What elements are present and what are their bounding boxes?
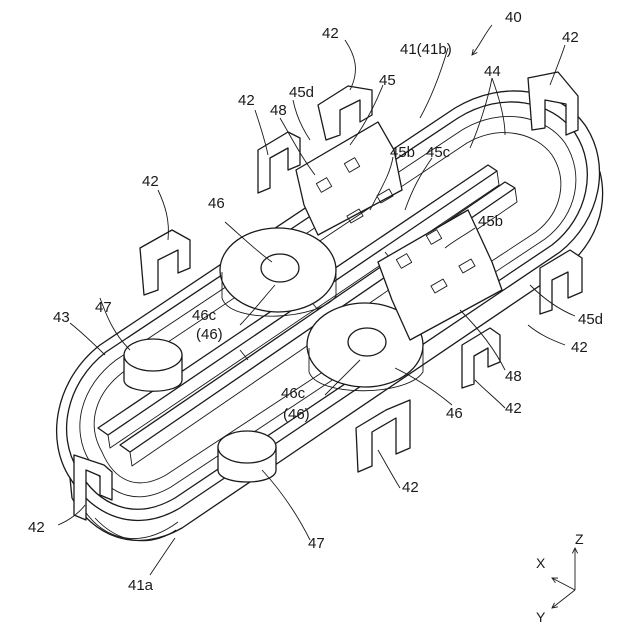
label-46-top: 46 — [208, 195, 225, 212]
label-45: 45 — [379, 72, 396, 89]
boss-lower-47 — [218, 431, 276, 482]
label-45b-top: 45b — [390, 144, 415, 161]
lock-frame-42-f — [462, 328, 500, 388]
label-42-left3: 42 — [28, 519, 45, 536]
arrow-40 — [472, 25, 492, 55]
label-43: 43 — [53, 309, 70, 326]
label-41a: 41a — [128, 577, 154, 594]
lock-frame-42-g — [356, 400, 410, 472]
label-46c-lower: 46c — [281, 385, 306, 402]
label-42-right1: 42 — [571, 339, 588, 356]
label-46-lower: 46 — [446, 405, 463, 422]
label-44: 44 — [484, 63, 501, 80]
label-45d-top: 45d — [289, 84, 314, 101]
label-42-left2: 42 — [142, 173, 159, 190]
boss-upper-47 — [124, 339, 182, 391]
label-47-lower: 47 — [308, 535, 325, 552]
lock-frame-42-e — [540, 250, 582, 314]
wire-holder-upper — [220, 228, 336, 316]
label-45c: 45c — [426, 144, 451, 161]
axis-x-label: X — [536, 555, 546, 571]
label-45b-right: 45b — [478, 213, 503, 230]
label-47-upper: 47 — [95, 299, 112, 316]
label-42-top: 42 — [322, 25, 339, 42]
label-48-right: 48 — [505, 368, 522, 385]
axis-indicator: Z X Y — [536, 531, 584, 625]
label-48-top: 48 — [270, 102, 287, 119]
axis-y-label: Y — [536, 609, 546, 625]
label-42-right2: 42 — [505, 400, 522, 417]
lock-frame-42-h — [74, 455, 112, 520]
label-46p-lower: (46) — [283, 406, 310, 423]
label-42-bottom: 42 — [402, 479, 419, 496]
label-45d-right: 45d — [578, 311, 603, 328]
label-40: 40 — [505, 9, 522, 26]
label-42-left1: 42 — [238, 92, 255, 109]
axis-z-label: Z — [575, 531, 584, 547]
label-46p-upper: (46) — [196, 326, 223, 343]
label-41: 41(41b) — [400, 41, 452, 58]
lock-frame-42-b — [528, 72, 578, 135]
lock-frame-42-d — [140, 230, 190, 295]
label-46c-upper: 46c — [192, 307, 217, 324]
label-42-topright: 42 — [562, 29, 579, 46]
